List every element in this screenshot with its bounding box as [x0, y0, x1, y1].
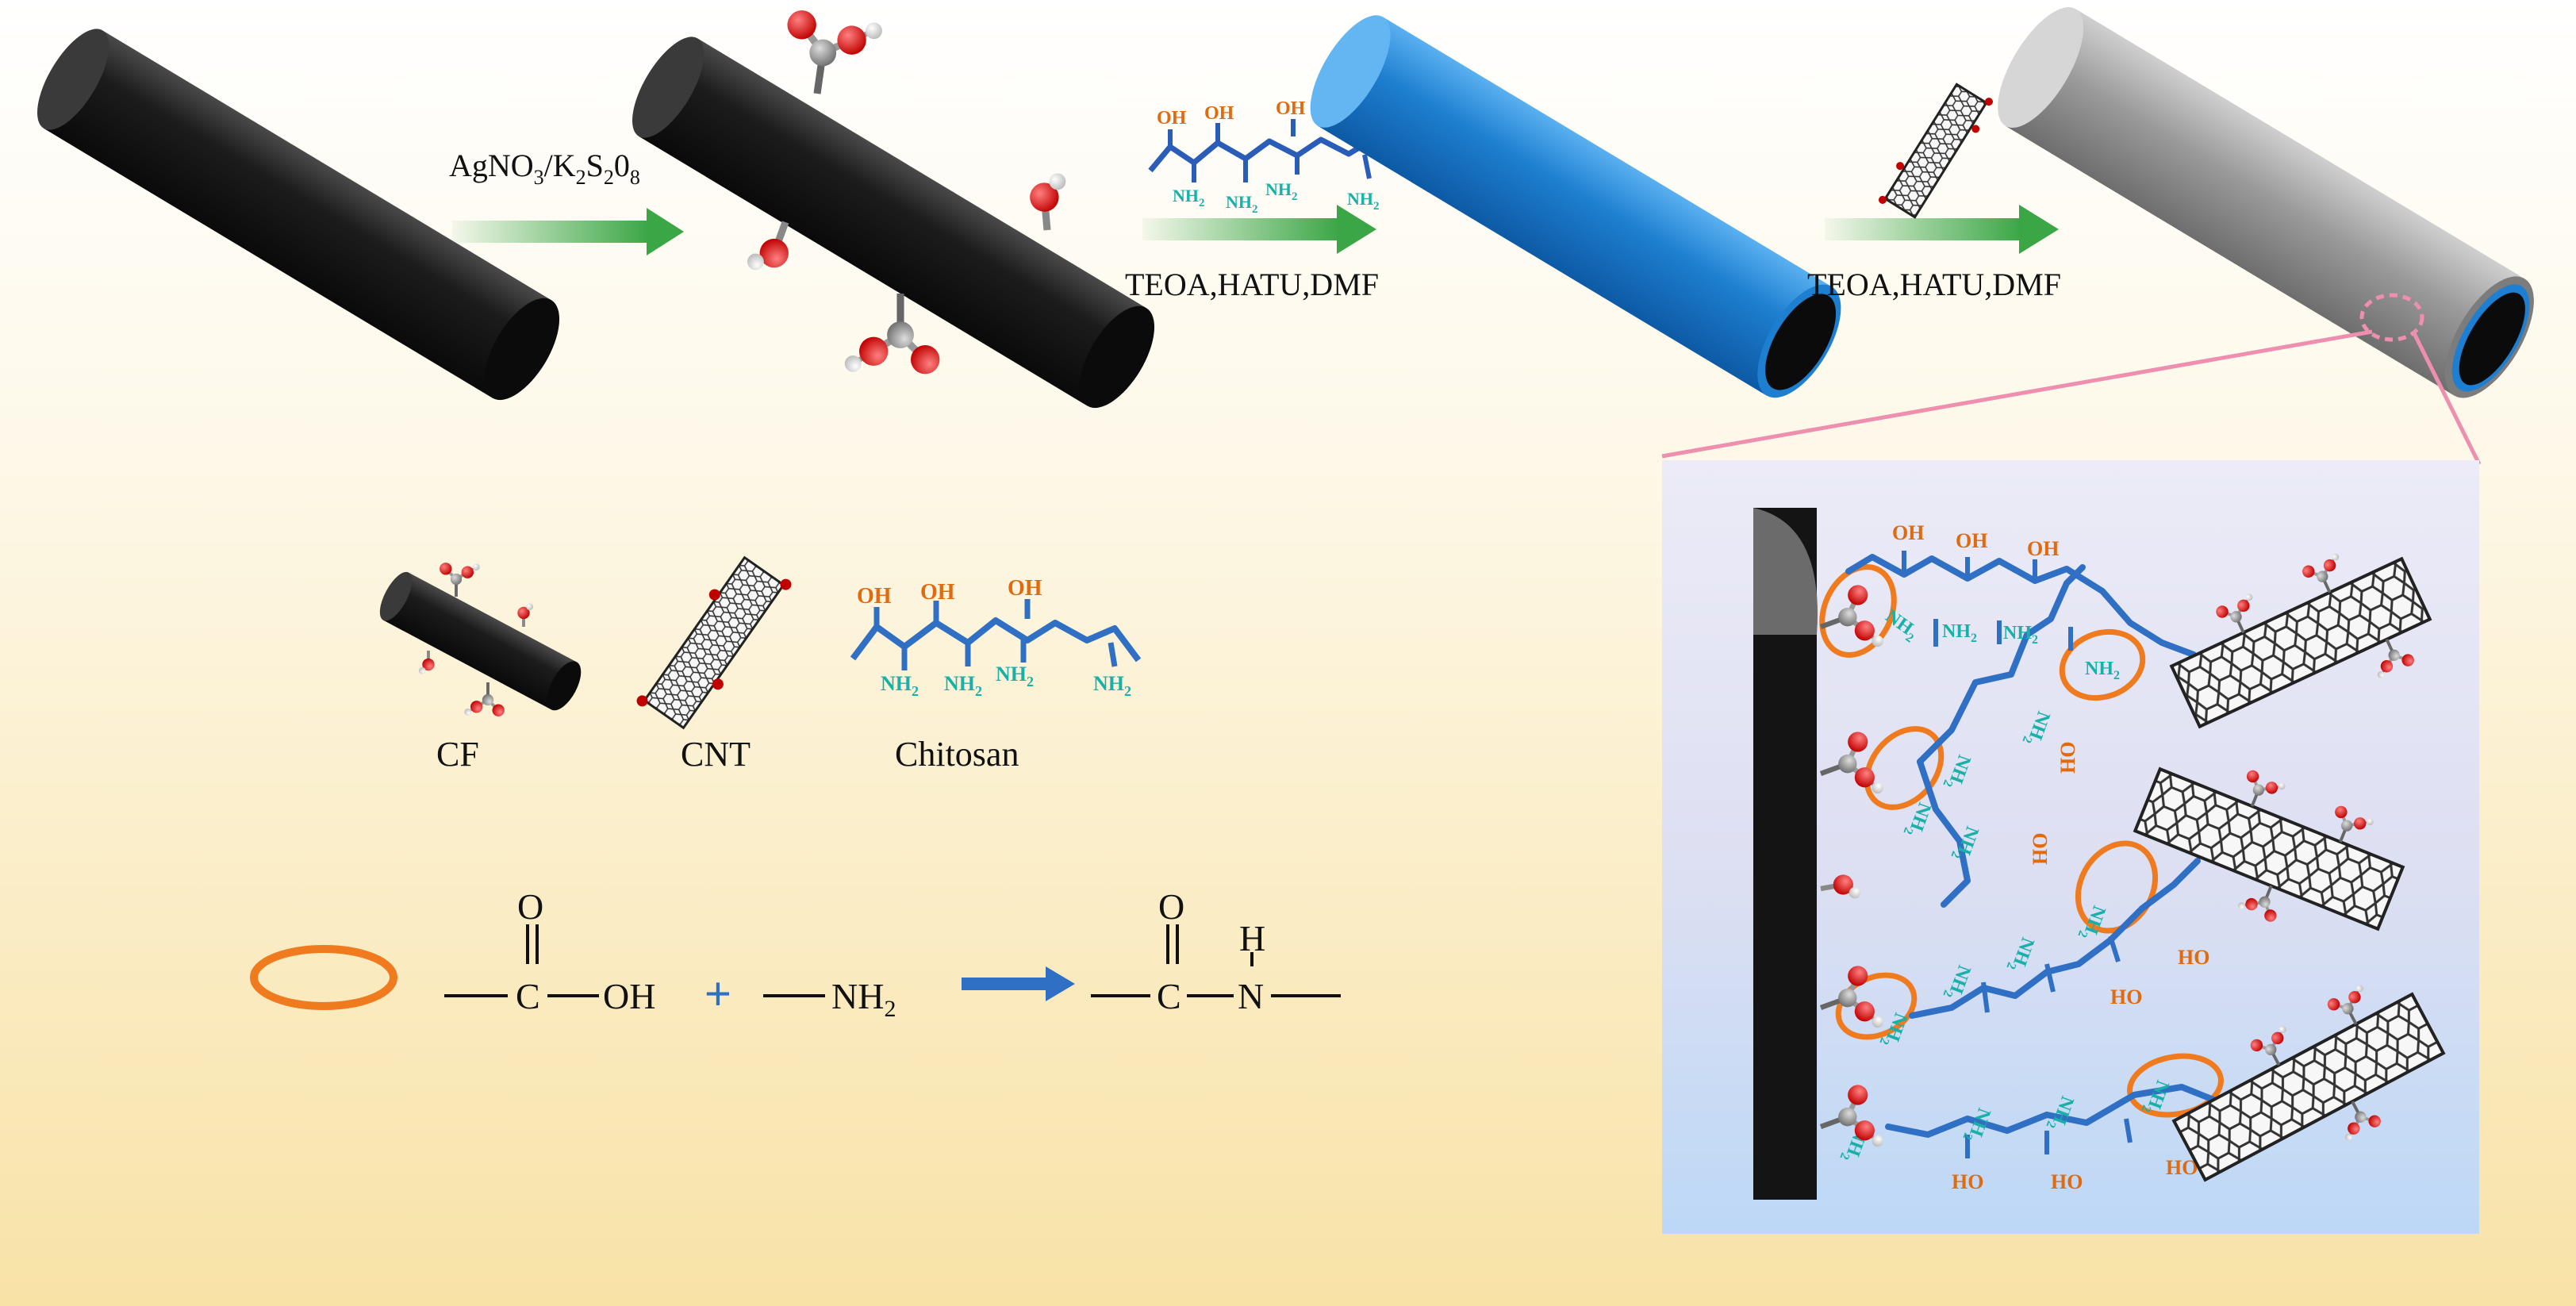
svg-text:HO: HO [2029, 833, 2052, 865]
svg-text:N: N [1238, 976, 1264, 1016]
svg-text:NH2: NH2 [831, 976, 896, 1022]
carbon-fiber-cnt-coated [1998, 7, 2534, 398]
svg-text:OH: OH [1204, 103, 1234, 124]
legend-chitosan: OH OH OH NH2 NH2 NH2 NH2 Chitosan [850, 576, 1142, 774]
step1-arrow [452, 208, 684, 255]
svg-text:NH2: NH2 [1226, 192, 1258, 216]
legend-cf: CF [379, 561, 582, 774]
svg-text:O: O [1158, 886, 1184, 927]
svg-text:NH2: NH2 [881, 672, 919, 699]
svg-text:Chitosan: Chitosan [895, 735, 1019, 774]
svg-text:OH: OH [2027, 537, 2059, 560]
step1-reagents: AgNO3/K2S208 [449, 148, 640, 189]
step2-conditions: TEOA,HATU,DMF [1125, 267, 1379, 302]
svg-text:CNT: CNT [681, 735, 751, 774]
svg-text:HO: HO [1952, 1170, 1983, 1193]
step3-arrow [1825, 205, 2059, 254]
svg-text:OH: OH [1276, 98, 1306, 119]
carbon-fiber-pristine [37, 29, 560, 401]
svg-text:+: + [704, 968, 731, 1020]
svg-text:NH2: NH2 [2085, 659, 2120, 682]
zoom-indicator [1661, 293, 2482, 466]
svg-text:C: C [516, 976, 540, 1016]
step3-conditions: TEOA,HATU,DMF [1807, 267, 2061, 302]
step2-arrow [1142, 205, 1376, 254]
svg-text:O: O [517, 886, 543, 927]
carbon-fiber-chitosan-coated [1310, 15, 1841, 398]
svg-text:NH2: NH2 [1173, 186, 1205, 209]
svg-text:CF: CF [436, 735, 479, 774]
svg-text:OH: OH [1157, 108, 1187, 129]
carbon-fiber-oxidized [632, 9, 1155, 409]
svg-text:HO: HO [2051, 1170, 2083, 1193]
svg-text:HO: HO [2178, 946, 2209, 969]
zoom-panel: OH OH OH NH2 NH2 NH2 NH2 NH2 NH2 NH2 NH2… [1662, 460, 2479, 1234]
svg-text:NH2: NH2 [1265, 179, 1298, 203]
amide-reaction-equation: C O OH + NH2 C O N H [250, 886, 1341, 1022]
chitosan-reagent-icon: OH OH OH NH2 NH2 NH2 NH2 [1148, 98, 1397, 216]
svg-text:HO: HO [2166, 1156, 2198, 1179]
legend-cnt: CNT [636, 555, 792, 774]
svg-text:NH2: NH2 [944, 672, 982, 699]
svg-text:NH2: NH2 [2003, 623, 2038, 647]
svg-text:OH: OH [857, 584, 892, 609]
svg-text:HO: HO [2056, 742, 2079, 774]
svg-text:OH: OH [920, 580, 955, 605]
amide-ring-icon [250, 945, 397, 1010]
svg-text:NH2: NH2 [996, 663, 1034, 689]
svg-text:NH2: NH2 [1093, 672, 1131, 699]
svg-text:NH2: NH2 [1942, 621, 1977, 645]
svg-text:OH: OH [1892, 521, 1924, 544]
svg-text:HO: HO [2110, 985, 2142, 1008]
svg-text:C: C [1157, 976, 1181, 1016]
svg-text:NH2: NH2 [1347, 189, 1380, 213]
svg-text:OH: OH [603, 976, 655, 1016]
cnt-reagent-icon [1879, 83, 1993, 219]
svg-text:OH: OH [1956, 529, 1987, 552]
svg-text:OH: OH [1008, 576, 1042, 601]
svg-text:H: H [1239, 918, 1265, 958]
